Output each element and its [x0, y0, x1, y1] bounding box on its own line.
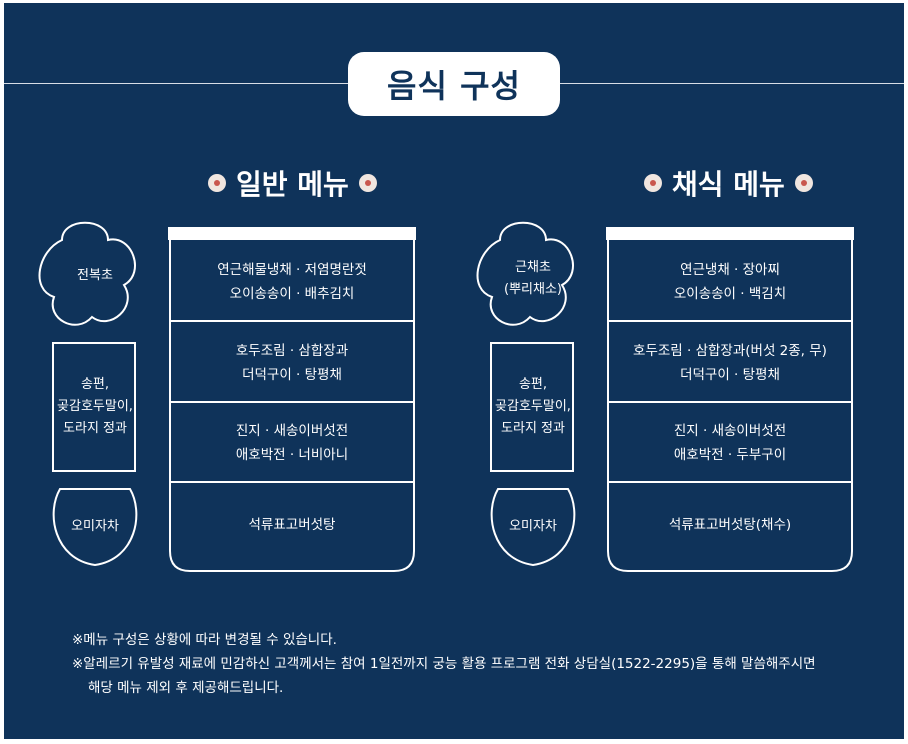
- general-cup: [52, 488, 138, 567]
- vegetarian-cup: [490, 488, 576, 567]
- general-side-item: 전복초: [77, 268, 113, 283]
- flower-icon: [794, 174, 813, 192]
- flower-icon: [644, 174, 662, 192]
- note-line: ※메뉴 구성은 상황에 따라 변경될 수 있습니다.: [72, 632, 337, 648]
- menu-panel: 음식 구성 일반 메뉴 채식 메뉴: [4, 3, 904, 739]
- vegetarian-bowl-body: [607, 240, 853, 572]
- general-menu-title: 일반 메뉴: [236, 168, 349, 201]
- general-row: 석류표고버섯탕: [248, 517, 336, 533]
- notes: ※메뉴 구성은 상황에 따라 변경될 수 있습니다. ※알레르기 유발성 재료에…: [72, 628, 872, 700]
- vegetarian-row: 석류표고버섯탕(채수): [668, 517, 792, 533]
- vegetarian-rect-plate: [490, 342, 574, 472]
- general-bowl-lid: [168, 227, 416, 240]
- note-line: ※알레르기 유발성 재료에 민감하신 고객께서는 참여 1일전까지 궁능 활용 …: [72, 656, 816, 672]
- vegetarian-side-item: 오미자차: [509, 519, 557, 534]
- general-bowl-body: [169, 240, 415, 572]
- vegetarian-flower-plate: [476, 221, 574, 326]
- general-rect-plate: [52, 342, 136, 472]
- vegetarian-menu-heading: 채식 메뉴: [644, 163, 813, 203]
- general-side-item: 송편,곶감호두말이,도라지 정과: [57, 377, 133, 436]
- vegetarian-side-item: 송편,곶감호두말이,도라지 정과: [495, 377, 571, 436]
- general-side-item: 오미자차: [71, 519, 119, 534]
- flower-icon: [358, 174, 377, 192]
- general-menu-heading: 일반 메뉴: [208, 163, 377, 203]
- vegetarian-menu-title: 채식 메뉴: [672, 168, 785, 201]
- general-flower-plate: [38, 221, 136, 326]
- note-line: 해당 메뉴 제외 후 제공해드립니다.: [88, 680, 284, 696]
- vegetarian-row: 호두조림 · 삼합장과(버섯 2종, 무)더덕구이 · 탕평채: [633, 343, 827, 383]
- vegetarian-side-item: 근채초(뿌리채소): [504, 260, 562, 297]
- menu-shapes: [38, 221, 854, 572]
- flower-icon: [208, 174, 226, 192]
- vegetarian-bowl-lid: [606, 227, 854, 240]
- page-title: 음식 구성: [348, 52, 560, 116]
